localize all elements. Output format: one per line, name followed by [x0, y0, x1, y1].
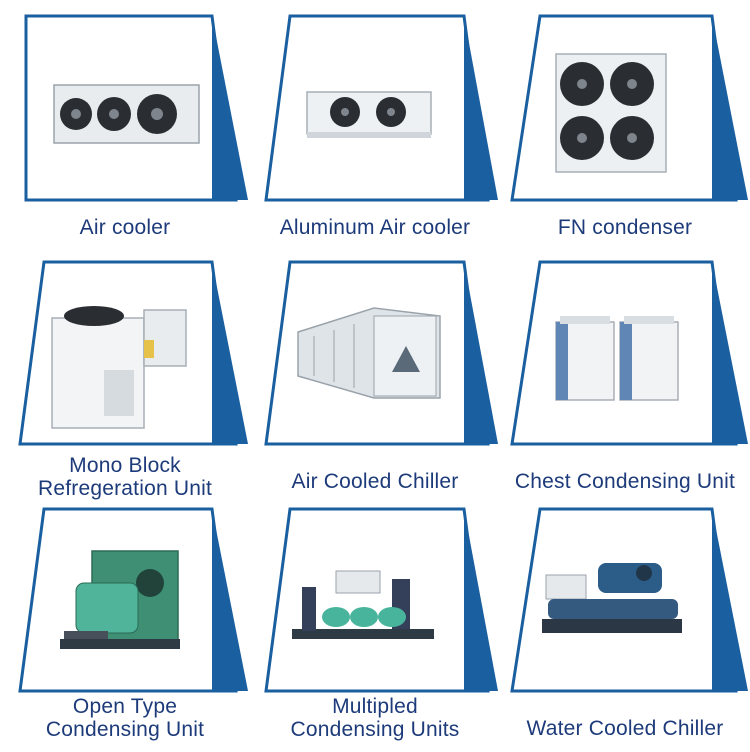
product-label: Mono Block Refregeration Unit: [0, 454, 250, 500]
label-line: FN condenser: [557, 216, 693, 239]
product-label: Chest Condensing Unit: [500, 470, 750, 493]
frame-graphic: [264, 14, 498, 202]
frame-graphic: [510, 260, 748, 446]
open-type-condensing-unit-icon: [60, 550, 180, 649]
aluminum-air-cooler-icon: [306, 91, 432, 138]
product-label: FN condenser: [500, 216, 750, 239]
card-frame: [0, 505, 250, 705]
frame-graphic: [510, 14, 748, 202]
product-card-mono-block[interactable]: Mono Block Refregeration Unit: [0, 258, 250, 505]
card-frame: [250, 10, 500, 210]
product-card-open-type[interactable]: Open Type Condensing Unit: [0, 505, 250, 752]
air-cooler-icon: [53, 84, 200, 144]
card-frame: [250, 505, 500, 705]
label-line: Chest Condensing Unit: [514, 470, 736, 493]
chest-condensing-unit-icon: [555, 316, 679, 401]
mono-block-unit-icon: [51, 306, 187, 429]
product-card-chest-condensing-unit[interactable]: Chest Condensing Unit: [500, 258, 750, 505]
product-card-aluminum-air-cooler[interactable]: Aluminum Air cooler: [250, 10, 500, 257]
card-frame: [500, 10, 750, 210]
label-line: Condensing Units: [290, 718, 460, 741]
fn-condenser-icon: [555, 53, 667, 173]
label-line: Open Type: [72, 695, 178, 718]
frame-graphic: [264, 507, 498, 693]
multipled-condensing-units-icon: [292, 570, 434, 639]
label-line: Condensing Unit: [45, 718, 205, 741]
product-label: Water Cooled Chiller: [500, 717, 750, 740]
product-label: Open Type Condensing Unit: [0, 695, 250, 741]
frame-graphic: [264, 260, 498, 446]
card-frame: [250, 258, 500, 458]
product-card-fn-condenser[interactable]: FN condenser: [500, 10, 750, 257]
frame-graphic: [510, 507, 748, 693]
product-card-water-cooled-chiller[interactable]: Water Cooled Chiller: [500, 505, 750, 752]
frame-graphic: [18, 507, 248, 693]
product-label: Multipled Condensing Units: [250, 695, 500, 741]
card-frame: [500, 258, 750, 458]
card-frame: [0, 258, 250, 458]
product-card-multipled[interactable]: Multipled Condensing Units: [250, 505, 500, 752]
label-line: Refregeration Unit: [37, 477, 213, 500]
product-card-air-cooled-chiller[interactable]: Air Cooled Chiller: [250, 258, 500, 505]
label-line: Multipled: [332, 695, 418, 718]
frame-graphic: [24, 14, 248, 202]
card-frame: [0, 10, 250, 210]
frame-graphic: [18, 260, 248, 446]
product-card-air-cooler[interactable]: Air cooler: [0, 10, 250, 257]
product-label: Aluminum Air cooler: [250, 216, 500, 239]
label-line: Aluminum Air cooler: [279, 216, 471, 239]
label-line: Mono Block: [69, 454, 181, 477]
card-frame: [500, 505, 750, 705]
product-label: Air Cooled Chiller: [250, 470, 500, 493]
label-line: Water Cooled Chiller: [526, 717, 724, 740]
product-label: Air cooler: [0, 216, 250, 239]
air-cooled-chiller-icon: [297, 307, 441, 399]
label-line: Air cooler: [79, 216, 171, 239]
water-cooled-chiller-icon: [542, 563, 682, 633]
label-line: Air Cooled Chiller: [291, 470, 459, 493]
